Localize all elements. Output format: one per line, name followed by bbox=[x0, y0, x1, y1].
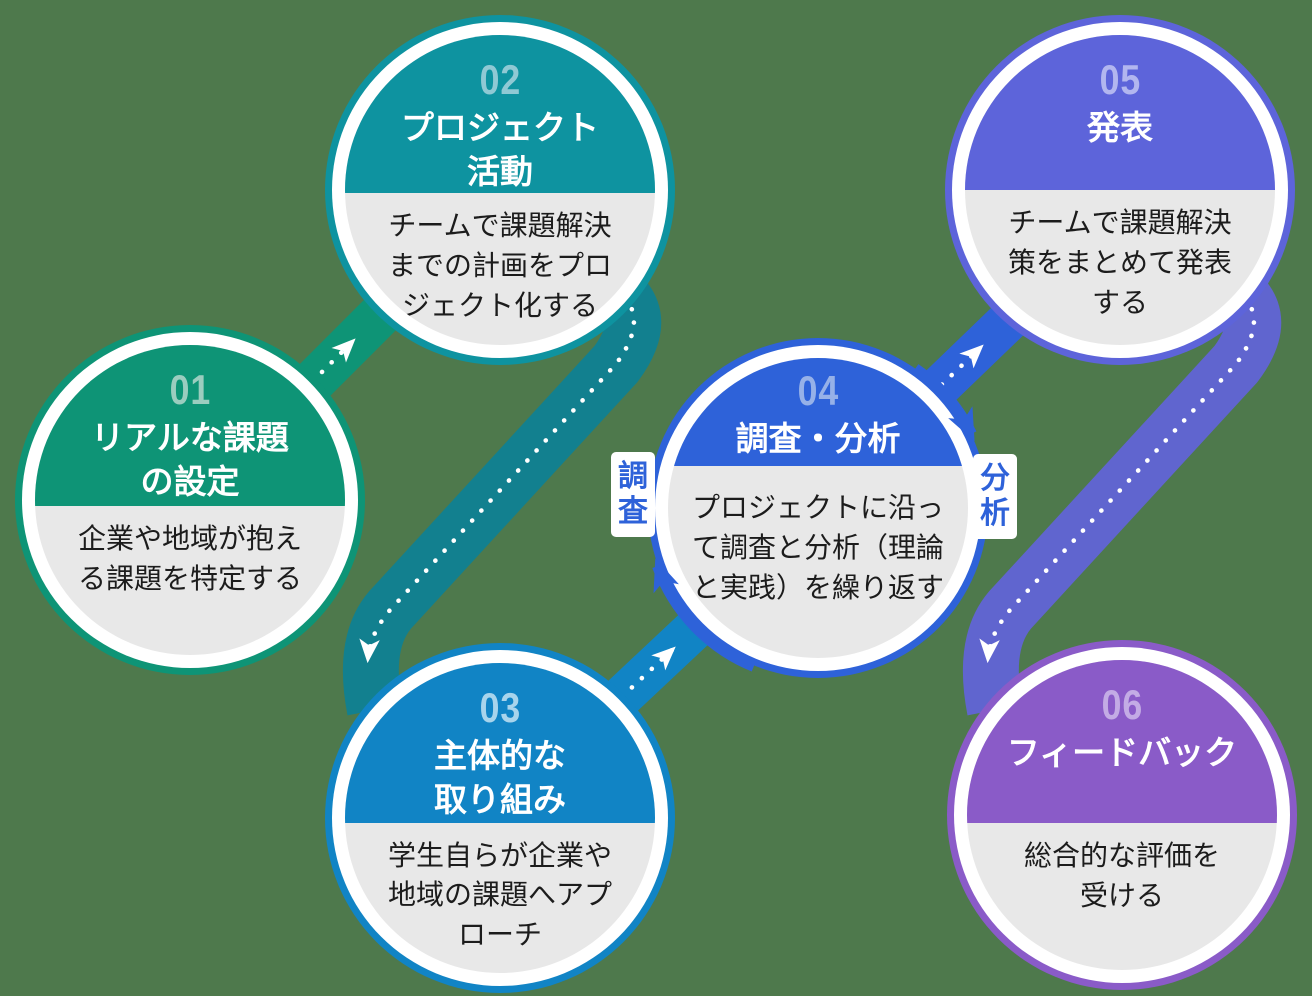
step-inner: 06 フィードバック 総合的な評価を受ける bbox=[967, 660, 1277, 970]
step-header: 01 リアルな課題の設定 bbox=[35, 345, 345, 507]
step-header: 05 発表 bbox=[965, 35, 1275, 190]
process-step-circle: 01 リアルな課題の設定 企業や地域が抱える課題を特定する bbox=[15, 325, 365, 675]
step-white-ring: 03 主体的な取り組み 学生自らが企業や地域の課題へアプローチ bbox=[332, 650, 668, 986]
step-inner: 02 プロジェクト活動 チームで課題解決までの計画をプロジェクト化する bbox=[345, 35, 655, 345]
step-header: 06 フィードバック bbox=[967, 660, 1277, 823]
process-step-circle: 04 調査・分析 プロジェクトに沿って調査と分析（理論と実践）を繰り返す bbox=[648, 338, 988, 678]
step-inner: 03 主体的な取り組み 学生自らが企業や地域の課題へアプローチ bbox=[345, 663, 655, 973]
step-inner: 04 調査・分析 プロジェクトに沿って調査と分析（理論と実践）を繰り返す bbox=[668, 358, 968, 658]
step-inner: 05 発表 チームで課題解決策をまとめて発表する bbox=[965, 35, 1275, 345]
step-header: 02 プロジェクト活動 bbox=[345, 35, 655, 194]
cycle-label-survey: 調査 bbox=[611, 452, 655, 537]
step-white-ring: 01 リアルな課題の設定 企業や地域が抱える課題を特定する bbox=[22, 332, 358, 668]
step-white-ring: 05 発表 チームで課題解決策をまとめて発表する bbox=[952, 22, 1288, 358]
dots-step4-to-step5 bbox=[929, 344, 984, 397]
process-step-circle: 06 フィードバック 総合的な評価を受ける bbox=[947, 640, 1297, 990]
dots-step1-to-step2 bbox=[319, 338, 356, 375]
step-number: 05 bbox=[1099, 56, 1141, 103]
step-title: プロジェクト活動 bbox=[401, 109, 599, 190]
step-description: 学生自らが企業や地域の課題へアプローチ bbox=[387, 839, 612, 951]
step-number: 02 bbox=[479, 56, 521, 103]
step-header: 03 主体的な取り組み bbox=[345, 663, 655, 823]
step-description: チームで課題解決までの計画をプロジェクト化する bbox=[387, 210, 612, 321]
step-white-ring: 06 フィードバック 総合的な評価を受ける bbox=[954, 647, 1290, 983]
step-description: 総合的な評価を受ける bbox=[1023, 839, 1220, 911]
step-number: 04 bbox=[797, 367, 839, 414]
step-white-ring: 04 調査・分析 プロジェクトに沿って調査と分析（理論と実践）を繰り返す bbox=[655, 345, 981, 671]
step-title: リアルな課題の設定 bbox=[91, 419, 289, 500]
step-title: 発表 bbox=[1087, 109, 1153, 146]
step-number: 03 bbox=[479, 684, 521, 731]
step-title: フィードバック bbox=[1006, 734, 1238, 771]
step-title: 調査・分析 bbox=[735, 420, 901, 457]
step-description: プロジェクトに沿って調査と分析（理論と実践）を繰り返す bbox=[691, 492, 944, 603]
process-step-circle: 05 発表 チームで課題解決策をまとめて発表する bbox=[945, 15, 1295, 365]
step-number: 06 bbox=[1101, 681, 1143, 728]
step-white-ring: 02 プロジェクト活動 チームで課題解決までの計画をプロジェクト化する bbox=[332, 22, 668, 358]
process-step-circle: 03 主体的な取り組み 学生自らが企業や地域の課題へアプローチ bbox=[325, 643, 675, 993]
step-number: 01 bbox=[169, 366, 211, 413]
step-description: チームで課題解決策をまとめて発表する bbox=[1007, 207, 1232, 318]
step-header: 04 調査・分析 bbox=[668, 358, 968, 466]
process-step-circle: 02 プロジェクト活動 チームで課題解決までの計画をプロジェクト化する bbox=[325, 15, 675, 365]
step-inner: 01 リアルな課題の設定 企業や地域が抱える課題を特定する bbox=[35, 345, 345, 655]
cycle-label-analysis: 分析 bbox=[973, 454, 1017, 539]
step-title: 主体的な取り組み bbox=[434, 737, 566, 818]
step-description: 企業や地域が抱える課題を特定する bbox=[77, 523, 302, 594]
